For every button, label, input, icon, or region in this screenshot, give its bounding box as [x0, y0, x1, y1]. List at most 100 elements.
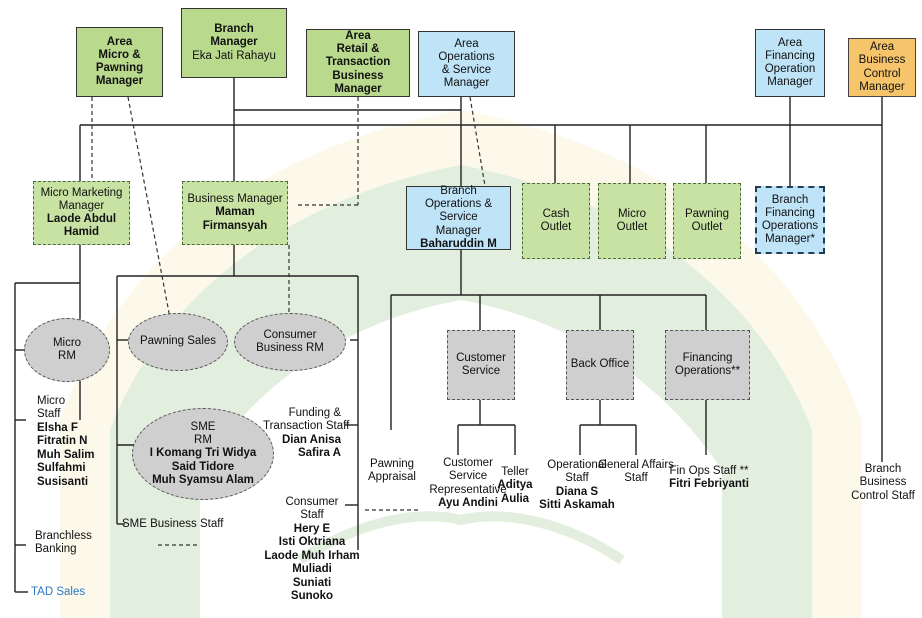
micro-marketing-manager-box: Micro Marketing Manager Laode Abdul Hami…: [33, 181, 130, 245]
general-affairs-staff-block: General Affairs Staff: [598, 459, 674, 486]
micro-staff-block: Micro Staff Elsha F Fitratin N Muh Salim…: [37, 395, 95, 489]
consumer-name-5: Suniati: [292, 576, 332, 589]
area-fin-line-3: Operation: [764, 63, 816, 75]
fin-ops-staff-block: Fin Ops Staff ** Fitri Febriyanti: [664, 465, 754, 492]
business-manager-title: Business Manager: [187, 193, 283, 206]
micro-staff-name-4: Sulfahmi: [37, 462, 86, 475]
csr-name: Ayu Andini: [438, 497, 498, 510]
consumer-name-3: Laode Muh Irham: [264, 549, 360, 562]
area-ops-line-3: & Service Manager: [441, 64, 492, 90]
area-bc-line-3: Manager: [859, 80, 905, 93]
financing-operations-box: Financing Operations**: [665, 330, 750, 400]
pawning-sales-label: Pawning Sales: [139, 335, 217, 348]
fin-ops-staff-label: Fin Ops Staff **: [669, 465, 749, 477]
consumer-staff-block: Consumer Staff Hery E Isti Oktriana Laod…: [260, 496, 364, 604]
operational-name-2: Sitti Askamah: [539, 499, 615, 512]
area-operations-service-manager-box: Area Operations & Service Manager: [418, 31, 515, 97]
bbc-staff-line-1: Branch: [864, 463, 902, 475]
csr-line-3: Representative: [429, 483, 507, 496]
tad-sales-label: TAD Sales: [31, 586, 86, 598]
micro-staff-name-2: Fitratin N: [37, 435, 88, 448]
micro-staff-line-2: Staff: [37, 408, 61, 421]
sme-rm-name-2: Said Tidore: [171, 460, 235, 473]
micro-marketing-name-2: Hamid: [63, 226, 100, 239]
operational-line-2: Staff: [565, 472, 589, 485]
area-bc-line-1: Area Business: [858, 41, 906, 67]
bbc-staff-line-2: Business: [859, 476, 907, 489]
area-financing-operation-manager-box: Area Financing Operation Manager: [755, 29, 825, 97]
pawning-outlet-box: Pawning Outlet: [673, 183, 741, 259]
branch-manager-line-1: Branch: [214, 23, 254, 36]
cash-outlet-line-1: Cash: [542, 207, 570, 220]
funding-name-2: Safira A: [297, 447, 341, 460]
sme-business-staff-label: SME Business Staff: [122, 518, 224, 530]
micro-rm-ellipse: Micro RM: [24, 318, 110, 382]
branch-operations-service-manager-box: Branch Operations & Service Manager Baha…: [406, 184, 511, 250]
operational-name-1: Diana S: [555, 485, 599, 498]
consumer-rm-line-2: Business RM: [256, 342, 324, 354]
sme-rm-name-3: Muh Syamsu Alam: [152, 473, 254, 486]
csr-line-2: Service: [448, 470, 488, 483]
operational-staff-block: Operational Staff Diana S Sitti Askamah: [532, 459, 622, 513]
customer-service-line-1: Customer: [456, 351, 506, 364]
customer-service-box: Customer Service: [447, 330, 515, 400]
fin-ops-staff-name: Fitri Febriyanti: [669, 478, 749, 491]
general-affairs-line-1: General Affairs: [598, 459, 674, 471]
cash-outlet-box: Cash Outlet: [522, 183, 590, 259]
branch-ops-line-1: Branch: [440, 184, 477, 197]
sme-rm-name-1: I Komang Tri Widya: [149, 447, 257, 460]
sme-rm-line-2: RM: [194, 434, 212, 447]
sme-rm-ellipse: SME RM I Komang Tri Widya Said Tidore Mu…: [132, 408, 274, 500]
consumer-name-1: Hery E: [293, 522, 331, 535]
area-retail-transaction-manager-box: Area Retail & Transaction Business Manag…: [306, 29, 410, 97]
micro-rm-line-2: RM: [58, 350, 76, 362]
teller-label: Teller: [501, 466, 529, 478]
area-fin-line-2: Financing: [765, 49, 815, 62]
micro-staff-name-1: Elsha F: [37, 421, 78, 434]
cash-outlet-line-2: Outlet: [540, 221, 572, 233]
funding-transaction-staff-block: Funding & Transaction Staff Dian Anisa S…: [263, 407, 349, 461]
area-ops-line-1: Area: [454, 37, 479, 50]
pawning-outlet-line-2: Outlet: [691, 221, 723, 233]
area-micro-line-1: Area: [106, 35, 133, 48]
funding-name-1: Dian Anisa: [281, 433, 341, 446]
pawning-appraisal-label: Pawning Appraisal: [366, 458, 418, 485]
funding-line-1: Funding &: [288, 407, 341, 419]
micro-outlet-line-1: Micro: [617, 207, 647, 220]
branchless-line-2: Banking: [35, 543, 77, 556]
area-micro-line-2: Micro & Pawning: [95, 48, 144, 74]
branch-ops-name: Baharuddin M: [420, 237, 497, 250]
pawning-appraisal-line-1: Pawning: [369, 458, 415, 470]
general-affairs-line-2: Staff: [624, 472, 648, 485]
branch-fin-line-1: Branch: [771, 193, 809, 206]
area-retail-line-3: Business Manager: [332, 69, 384, 95]
pawning-sales-ellipse: Pawning Sales: [128, 313, 228, 371]
branch-manager-line-2: Manager: [210, 36, 258, 49]
micro-marketing-line-1: Micro Marketing: [40, 186, 123, 199]
financing-ops-line-2: Operations**: [674, 365, 741, 377]
branch-business-control-staff-block: Branch Business Control Staff: [848, 463, 918, 503]
branch-fin-line-3: Operations: [761, 220, 819, 232]
area-micro-pawning-manager-box: Area Micro & Pawning Manager: [76, 27, 163, 97]
micro-marketing-name-1: Laode Abdul: [46, 213, 117, 225]
branch-fin-line-4: Manager*: [765, 233, 815, 246]
micro-rm-line-1: Micro: [52, 336, 82, 349]
area-micro-line-3: Manager: [95, 75, 144, 88]
branch-manager-box: Branch Manager Eka Jati Rahayu: [181, 8, 287, 78]
consumer-business-rm-ellipse: Consumer Business RM: [234, 313, 346, 371]
branch-manager-name: Eka Jati Rahayu: [192, 49, 276, 62]
back-office-label: Back Office: [570, 358, 630, 371]
consumer-staff-line-1: Consumer: [285, 496, 339, 508]
area-business-control-manager-box: Area Business Control Manager: [848, 38, 916, 97]
area-fin-line-4: Manager: [767, 76, 813, 89]
consumer-name-4: Muliadi: [292, 563, 332, 576]
branch-ops-line-2: Operations & Service: [424, 198, 493, 224]
pawning-appraisal-line-2: Appraisal: [368, 471, 416, 484]
micro-marketing-line-2: Manager: [58, 199, 105, 212]
branch-fin-line-2: Financing: [765, 206, 815, 219]
pawning-outlet-line-1: Pawning: [684, 207, 730, 220]
customer-service-line-2: Service: [461, 365, 501, 377]
back-office-box: Back Office: [566, 330, 634, 400]
